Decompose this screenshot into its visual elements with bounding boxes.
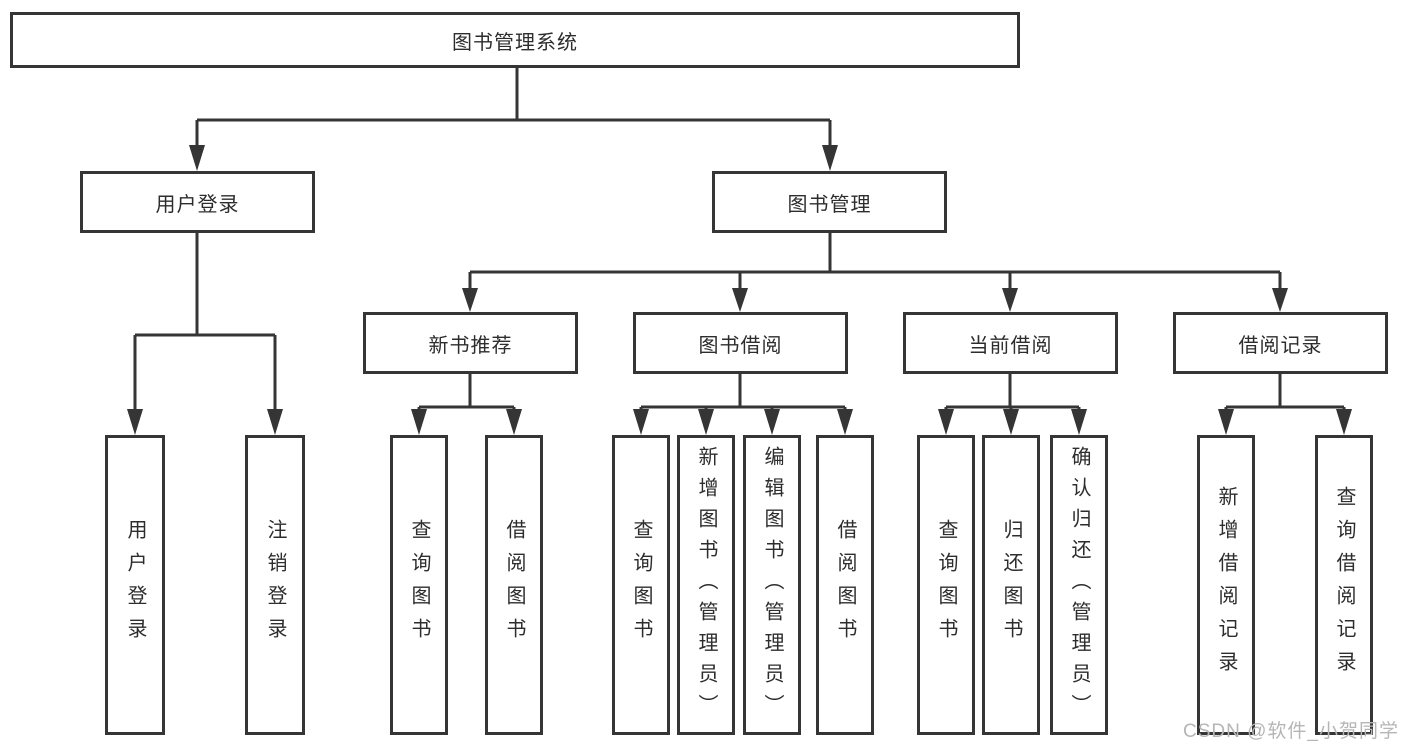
node-label: 查询图书 <box>935 519 957 651</box>
arrow-down-icon <box>698 409 714 435</box>
connector-borrow-records-to-leaves <box>1218 374 1352 435</box>
node-label: 编辑图书（管理员） <box>761 445 783 725</box>
connector-user-login-to-leaves <box>127 233 283 435</box>
arrow-down-icon <box>1002 288 1018 312</box>
node-borrow-records: 借阅记录 <box>1173 312 1388 374</box>
arrow-down-icon <box>938 409 954 435</box>
node-label: 新书推荐 <box>428 334 513 357</box>
arrow-down-icon <box>822 145 838 171</box>
node-user-login: 用户登录 <box>80 171 315 233</box>
arrow-down-icon <box>1071 409 1087 435</box>
node-label: 图书借阅 <box>698 334 783 357</box>
connector-new-book-recommend-to-leaves <box>411 374 522 435</box>
node-new-book-recommend: 新书推荐 <box>363 312 578 374</box>
node-label: 用户登录 <box>155 193 240 216</box>
arrow-down-icon <box>411 409 427 435</box>
connector-current-borrow-to-leaves <box>938 374 1087 435</box>
arrow-down-icon <box>127 409 143 435</box>
connector-book-borrow-to-leaves <box>633 374 853 435</box>
node-label: 借阅图书 <box>503 519 525 651</box>
node-label: 图书管理系统 <box>452 31 578 54</box>
arrow-down-icon <box>732 288 748 312</box>
node-label: 用户登录 <box>124 519 146 651</box>
arrow-down-icon <box>764 409 780 435</box>
node-leaf-add-book-admin: 新增图书（管理员） <box>677 435 735 735</box>
node-label: 新增借阅记录 <box>1215 486 1237 684</box>
arrow-down-icon <box>462 288 478 312</box>
arrow-down-icon <box>506 409 522 435</box>
node-leaf-user-login: 用户登录 <box>105 435 165 735</box>
node-leaf-query-books-recommend: 查询图书 <box>390 435 448 735</box>
arrow-down-icon <box>267 409 283 435</box>
node-leaf-logout: 注销登录 <box>245 435 305 735</box>
connector-root-to-level2 <box>189 68 838 171</box>
node-current-borrow: 当前借阅 <box>903 312 1118 374</box>
node-leaf-borrow-books-recommend: 借阅图书 <box>485 435 543 735</box>
node-label: 确认归还（管理员） <box>1068 445 1090 725</box>
arrow-down-icon <box>1272 288 1288 312</box>
node-leaf-edit-book-admin: 编辑图书（管理员） <box>743 435 801 735</box>
node-label: 查询图书 <box>630 519 652 651</box>
node-label: 当前借阅 <box>968 334 1053 357</box>
node-leaf-borrow-books: 借阅图书 <box>816 435 874 735</box>
node-label: 图书管理 <box>787 193 872 216</box>
node-label: 注销登录 <box>264 519 286 651</box>
node-label: 借阅记录 <box>1238 334 1323 357</box>
connector-book-management-to-level3 <box>462 233 1288 312</box>
node-label: 借阅图书 <box>834 519 856 651</box>
node-label: 新增图书（管理员） <box>695 445 717 725</box>
node-system-root: 图书管理系统 <box>10 12 1020 68</box>
node-label: 归还图书 <box>1000 519 1022 651</box>
node-book-borrow: 图书借阅 <box>633 312 848 374</box>
arrow-down-icon <box>1003 409 1019 435</box>
arrow-down-icon <box>1336 409 1352 435</box>
arrow-down-icon <box>633 409 649 435</box>
watermark: CSDN @软件_小贺同学 <box>1183 721 1399 742</box>
node-leaf-query-borrow-record: 查询借阅记录 <box>1315 435 1373 735</box>
arrow-down-icon <box>1218 409 1234 435</box>
arrow-down-icon <box>189 145 205 171</box>
node-leaf-confirm-return-admin: 确认归还（管理员） <box>1050 435 1108 735</box>
node-book-management: 图书管理 <box>712 171 947 233</box>
node-leaf-return-books: 归还图书 <box>982 435 1040 735</box>
node-label: 查询借阅记录 <box>1333 486 1355 684</box>
node-label: 查询图书 <box>408 519 430 651</box>
arrow-down-icon <box>837 409 853 435</box>
node-leaf-add-borrow-record: 新增借阅记录 <box>1197 435 1255 735</box>
node-leaf-query-books-current: 查询图书 <box>917 435 975 735</box>
node-leaf-query-books-borrow: 查询图书 <box>612 435 670 735</box>
